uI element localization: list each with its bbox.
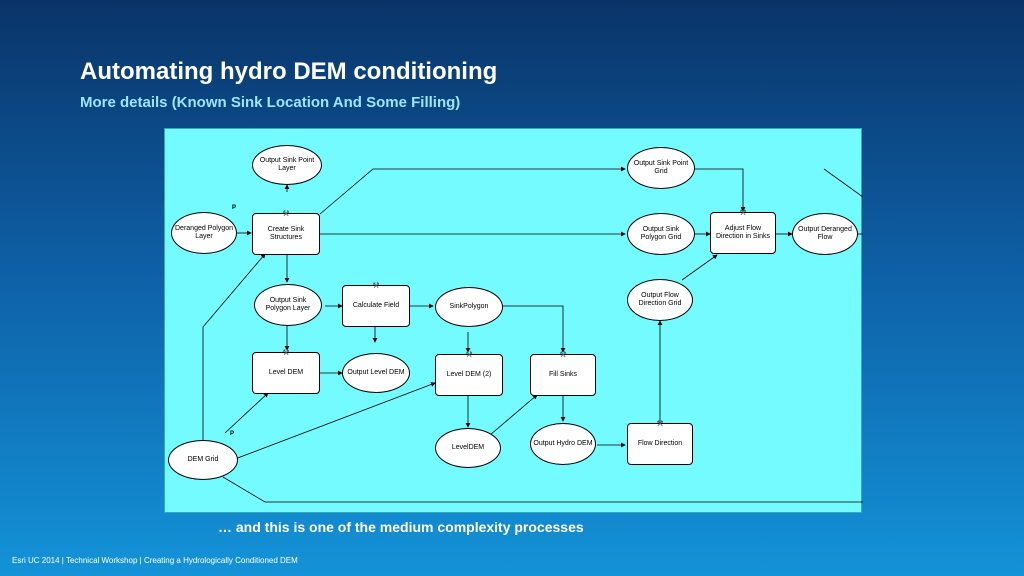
node-label: Flow Direction bbox=[637, 440, 683, 447]
node-label: DEM Grid bbox=[187, 456, 219, 463]
adjust-flow-direction-tool[interactable]: ⚒ Adjust Flow Direction in Sinks bbox=[710, 208, 776, 254]
node-label: SinkPolygon bbox=[449, 303, 489, 310]
node-label: Output Sink Polygon Grid bbox=[640, 226, 682, 241]
output-level-dem-node[interactable]: Output Level DEM bbox=[342, 353, 410, 393]
calculate-field-tool[interactable]: ⚒ Calculate Field bbox=[342, 281, 410, 327]
connector-lines bbox=[202, 166, 863, 503]
fill-sinks-tool[interactable]: ⚒ Fill Sinks bbox=[530, 350, 596, 396]
node-label: Adjust Flow Direction in Sinks bbox=[715, 225, 771, 240]
model-diagram: P P Output Sink Point Layer Deranged Pol… bbox=[164, 128, 863, 513]
flow-direction-tool[interactable]: ⚒ Flow Direction bbox=[627, 419, 693, 465]
node-label: Calculate Field bbox=[352, 302, 400, 309]
node-label: Level DEM bbox=[268, 369, 304, 376]
node-label: Level DEM (2) bbox=[446, 371, 492, 378]
output-sink-point-grid-node[interactable]: Output Sink Point Grid bbox=[627, 147, 695, 189]
slide-subtitle: More details (Known Sink Location And So… bbox=[80, 94, 461, 111]
node-label: Deranged Polygon Layer bbox=[175, 225, 233, 240]
node-label: Output Deranged Flow bbox=[798, 226, 852, 241]
node-label: Output Level DEM bbox=[347, 369, 405, 376]
slide-footer: Esri UC 2014 | Technical Workshop | Crea… bbox=[12, 556, 298, 565]
dem-grid-node[interactable]: DEM Grid bbox=[168, 440, 238, 480]
hammer-icon: ⚒ bbox=[739, 208, 747, 217]
level-dem-tool[interactable]: ⚒ Level DEM bbox=[252, 348, 320, 394]
footer-session: Creating a Hydrologically Conditioned DE… bbox=[143, 556, 298, 565]
hammer-icon: ⚒ bbox=[282, 209, 290, 218]
hammer-icon: ⚒ bbox=[656, 419, 664, 428]
slide-title: Automating hydro DEM conditioning bbox=[80, 58, 498, 85]
hammer-icon: ⚒ bbox=[465, 350, 473, 359]
node-label: Fill Sinks bbox=[548, 371, 577, 378]
deranged-polygon-layer-node[interactable]: Deranged Polygon Layer bbox=[171, 212, 237, 254]
node-label: Output Sink Polygon Layer bbox=[265, 297, 311, 312]
node-label: Output Sink Point Layer bbox=[259, 157, 315, 172]
output-sink-polygon-layer-node[interactable]: Output Sink Polygon Layer bbox=[254, 284, 322, 326]
parameter-marker: P bbox=[232, 205, 237, 211]
sinkpolygon-node[interactable]: SinkPolygon bbox=[435, 287, 503, 327]
node-label: Create Sink Structures bbox=[267, 226, 305, 241]
hammer-icon: ⚒ bbox=[559, 350, 567, 359]
output-sink-point-layer-node[interactable]: Output Sink Point Layer bbox=[252, 145, 322, 185]
node-label: Output Hydro DEM bbox=[533, 440, 593, 447]
level-dem-2-tool[interactable]: ⚒ Level DEM (2) bbox=[435, 350, 503, 396]
node-label: Output Sink Point Grid bbox=[633, 160, 689, 175]
parameter-marker: P bbox=[230, 431, 235, 437]
hammer-icon: ⚒ bbox=[282, 348, 290, 357]
output-sink-polygon-grid-node[interactable]: Output Sink Polygon Grid bbox=[627, 213, 695, 255]
leveldem-node[interactable]: LevelDEM bbox=[435, 428, 501, 468]
hammer-icon: ⚒ bbox=[372, 281, 380, 290]
output-deranged-flow-node[interactable]: Output Deranged Flow bbox=[792, 213, 858, 255]
slide-caption: … and this is one of the medium complexi… bbox=[218, 519, 584, 535]
node-label: Output Flow Direction Grid bbox=[638, 292, 682, 307]
node-label: LevelDEM bbox=[451, 444, 485, 451]
footer-event: Esri UC 2014 | Technical Workshop | bbox=[12, 556, 142, 565]
create-sink-structures-tool[interactable]: ⚒ Create Sink Structures bbox=[252, 209, 320, 255]
output-hydro-dem-node[interactable]: Output Hydro DEM bbox=[530, 423, 596, 465]
output-flow-direction-grid-node[interactable]: Output Flow Direction Grid bbox=[627, 279, 693, 321]
